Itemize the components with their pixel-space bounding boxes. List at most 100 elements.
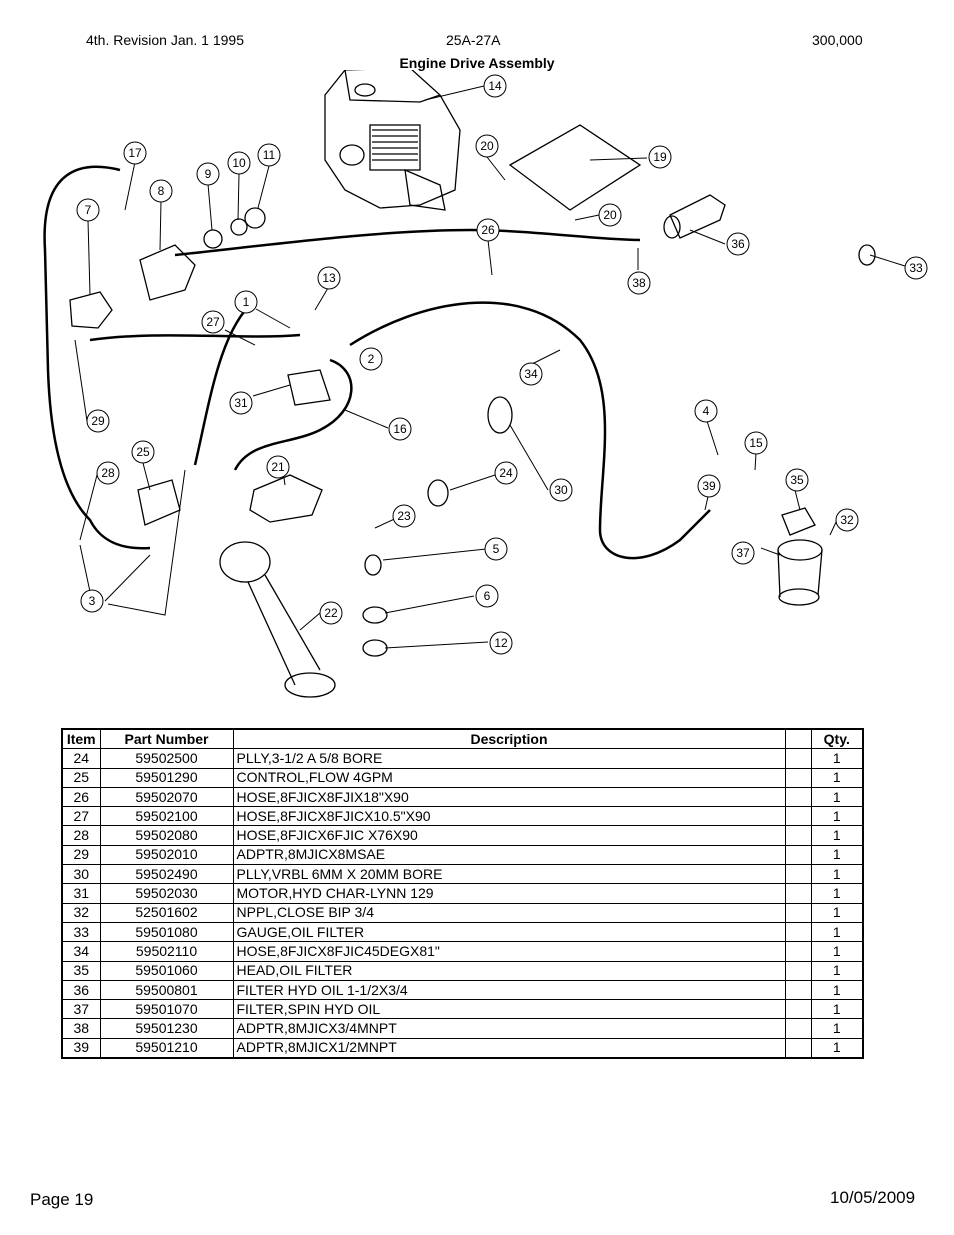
callout-label: 39 bbox=[702, 479, 716, 493]
qty-cell: 1 bbox=[810, 921, 864, 943]
hose-28 bbox=[43, 165, 151, 550]
part-number-cell: 59500801 bbox=[99, 979, 234, 1001]
part-number-cell: 59502030 bbox=[99, 883, 234, 904]
item-cell: 30 bbox=[61, 864, 101, 885]
callout-label: 27 bbox=[206, 315, 220, 329]
engine-drawing bbox=[324, 70, 461, 211]
callout-label: 1 bbox=[243, 295, 250, 309]
part-number-cell: 52501602 bbox=[99, 902, 234, 923]
filter-grip-drawing bbox=[663, 194, 726, 239]
blank-cell bbox=[784, 806, 812, 827]
flow-control-25 bbox=[137, 479, 181, 526]
item-cell: 37 bbox=[61, 999, 101, 1020]
callout-label: 25 bbox=[136, 445, 150, 459]
callout-label: 9 bbox=[205, 167, 212, 181]
blank-cell bbox=[784, 902, 812, 923]
callout-label: 13 bbox=[322, 271, 336, 285]
item-cell: 36 bbox=[61, 979, 101, 1001]
col-header-item: Item bbox=[61, 728, 101, 750]
filter-head-35 bbox=[781, 507, 816, 536]
part-number-cell: 59502070 bbox=[99, 786, 234, 808]
blank-cell bbox=[784, 941, 812, 962]
revision-label: 4th. Revision Jan. 1 1995 bbox=[86, 32, 244, 48]
description-cell: HOSE,8FJICX8FJICX10.5"X90 bbox=[232, 806, 786, 827]
callout-label: 30 bbox=[554, 483, 568, 497]
description-cell: ADPTR,8MJICX8MSAE bbox=[232, 844, 786, 866]
callout-label: 29 bbox=[91, 414, 105, 428]
qty-cell: 1 bbox=[810, 941, 864, 962]
callout-label: 33 bbox=[909, 261, 923, 275]
tube-22 bbox=[219, 541, 336, 698]
part-number-cell: 59502100 bbox=[99, 806, 234, 827]
blank-cell bbox=[784, 767, 812, 788]
item-cell: 29 bbox=[61, 844, 101, 866]
qty-cell: 1 bbox=[810, 844, 864, 866]
qty-cell: 1 bbox=[810, 1018, 864, 1039]
qty-cell: 1 bbox=[810, 979, 864, 1001]
qty-cell: 1 bbox=[810, 806, 864, 827]
item-cell: 38 bbox=[61, 1018, 101, 1039]
callout-label: 38 bbox=[632, 276, 646, 290]
callout-label: 34 bbox=[524, 367, 538, 381]
col-header-description: Description bbox=[232, 728, 786, 750]
callout-label: 24 bbox=[499, 466, 513, 480]
qty-cell: 1 bbox=[810, 748, 864, 769]
callout-label: 10 bbox=[232, 156, 246, 170]
col-header-qty: Qty. bbox=[810, 728, 864, 750]
description-cell: ADPTR,8MJICX1/2MNPT bbox=[232, 1037, 786, 1059]
blank-cell bbox=[784, 748, 812, 769]
gauge-33 bbox=[858, 244, 876, 266]
blank-cell bbox=[784, 825, 812, 846]
callout-bubbles: 14 19 20 20 26 36 33 38 17 8 9 10 11 7 1… bbox=[76, 74, 928, 655]
part-12 bbox=[362, 639, 388, 657]
description-cell: GAUGE,OIL FILTER bbox=[232, 921, 786, 943]
callout-label: 23 bbox=[397, 509, 411, 523]
callout-label: 3 bbox=[89, 594, 96, 608]
item-cell: 28 bbox=[61, 825, 101, 846]
description-cell: HOSE,8FJICX6FJIC X76X90 bbox=[232, 825, 786, 846]
item-cell: 32 bbox=[61, 902, 101, 923]
callout-label: 8 bbox=[158, 184, 165, 198]
blank-cell bbox=[784, 921, 812, 943]
spin-filter-37 bbox=[777, 539, 823, 606]
part-number-cell: 59502500 bbox=[99, 748, 234, 769]
callout-label: 31 bbox=[234, 396, 248, 410]
page-number: Page 19 bbox=[30, 1190, 94, 1209]
page-title: Engine Drive Assembly bbox=[399, 55, 555, 71]
hose-26 bbox=[174, 228, 641, 257]
item-cell: 27 bbox=[61, 806, 101, 827]
blank-cell bbox=[784, 883, 812, 904]
pump-7 bbox=[69, 291, 113, 329]
qty-cell: 1 bbox=[810, 767, 864, 788]
description-cell: HEAD,OIL FILTER bbox=[232, 960, 786, 981]
item-cell: 24 bbox=[61, 748, 101, 769]
callout-label: 20 bbox=[603, 208, 617, 222]
callout-label: 6 bbox=[484, 589, 491, 603]
blank-cell bbox=[784, 999, 812, 1020]
pulley-30 bbox=[487, 396, 513, 434]
description-cell: MOTOR,HYD CHAR-LYNN 129 bbox=[232, 883, 786, 904]
part-number-cell: 59502080 bbox=[99, 825, 234, 846]
item-cell: 39 bbox=[61, 1037, 101, 1059]
blank-cell bbox=[784, 864, 812, 885]
coupling-9 bbox=[203, 229, 223, 249]
qty-cell: 1 bbox=[810, 1037, 864, 1059]
callout-label: 17 bbox=[128, 146, 142, 160]
item-cell: 25 bbox=[61, 767, 101, 788]
spider-10 bbox=[230, 218, 248, 236]
hose-34 bbox=[349, 301, 711, 560]
callout-label: 5 bbox=[493, 542, 500, 556]
part-number-cell: 59501290 bbox=[99, 767, 234, 788]
qty-cell: 1 bbox=[810, 960, 864, 981]
print-date: 10/05/2009 bbox=[830, 1188, 916, 1207]
callout-label: 2 bbox=[368, 352, 375, 366]
qty-cell: 1 bbox=[810, 825, 864, 846]
